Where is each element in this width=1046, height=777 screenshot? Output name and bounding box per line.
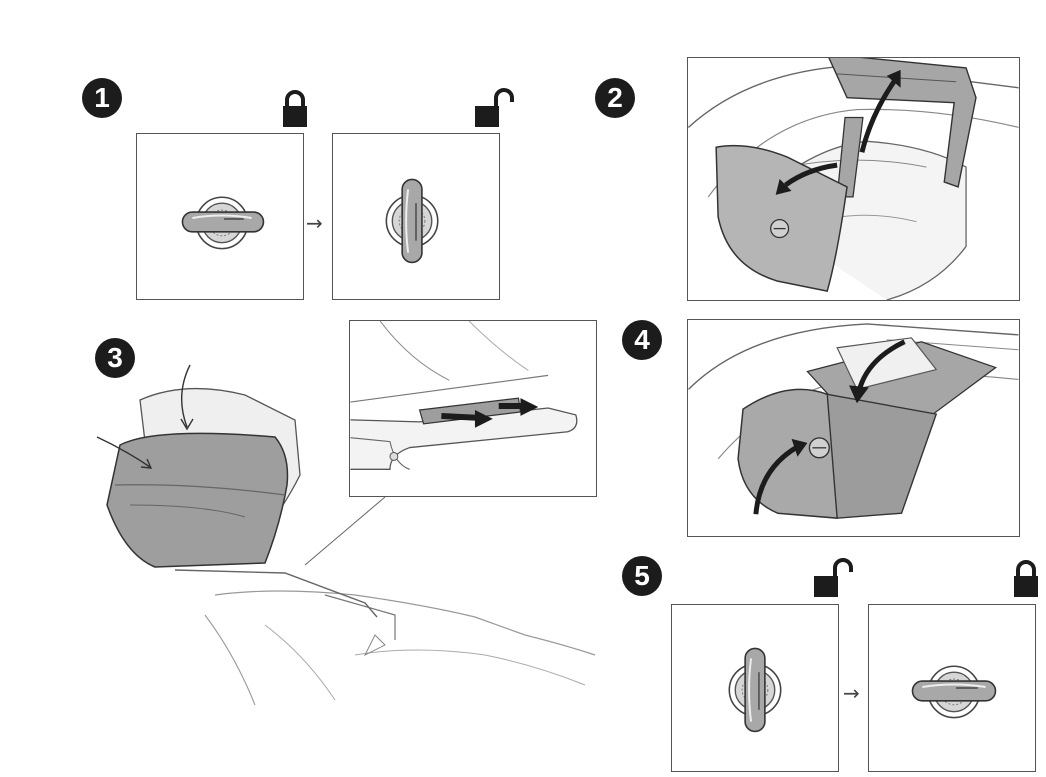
step-4-close-lid-panel: [687, 319, 1020, 537]
transition-arrow: →: [843, 681, 860, 705]
key-lock-vertical: [728, 647, 782, 733]
step-5-lock-horizontal-panel: [868, 604, 1036, 772]
step-4-badge: 4: [622, 320, 662, 360]
latch-slide-detail: [350, 321, 578, 470]
transition-arrow: →: [306, 211, 323, 235]
motorcycle-rack-with-case: [96, 364, 596, 706]
step-1-badge: 1: [82, 78, 122, 118]
unlocked-padlock-icon: [813, 558, 855, 598]
step-2-badge: 2: [595, 78, 635, 118]
case-lid-opening-illustration: [688, 58, 1019, 300]
step-3-badge: 3: [95, 338, 135, 378]
step-2-open-lid-panel: [687, 57, 1020, 301]
key-lock-horizontal: [911, 665, 997, 719]
unlocked-padlock-icon: [474, 88, 516, 128]
step-5-badge: 5: [622, 556, 662, 596]
locked-padlock-icon: [1013, 560, 1039, 598]
locked-padlock-icon: [282, 90, 308, 128]
step-3-latch-detail-panel: [349, 320, 597, 497]
step-1-lock-vertical-panel: [332, 133, 500, 300]
step-3-mount-case-scene: [95, 355, 605, 725]
key-lock-horizontal: [181, 196, 265, 250]
step-5-lock-vertical-panel: [671, 604, 839, 772]
step-1-lock-horizontal-panel: [136, 133, 304, 300]
case-lid-closing-illustration: [688, 323, 1019, 519]
key-lock-vertical: [385, 178, 439, 264]
